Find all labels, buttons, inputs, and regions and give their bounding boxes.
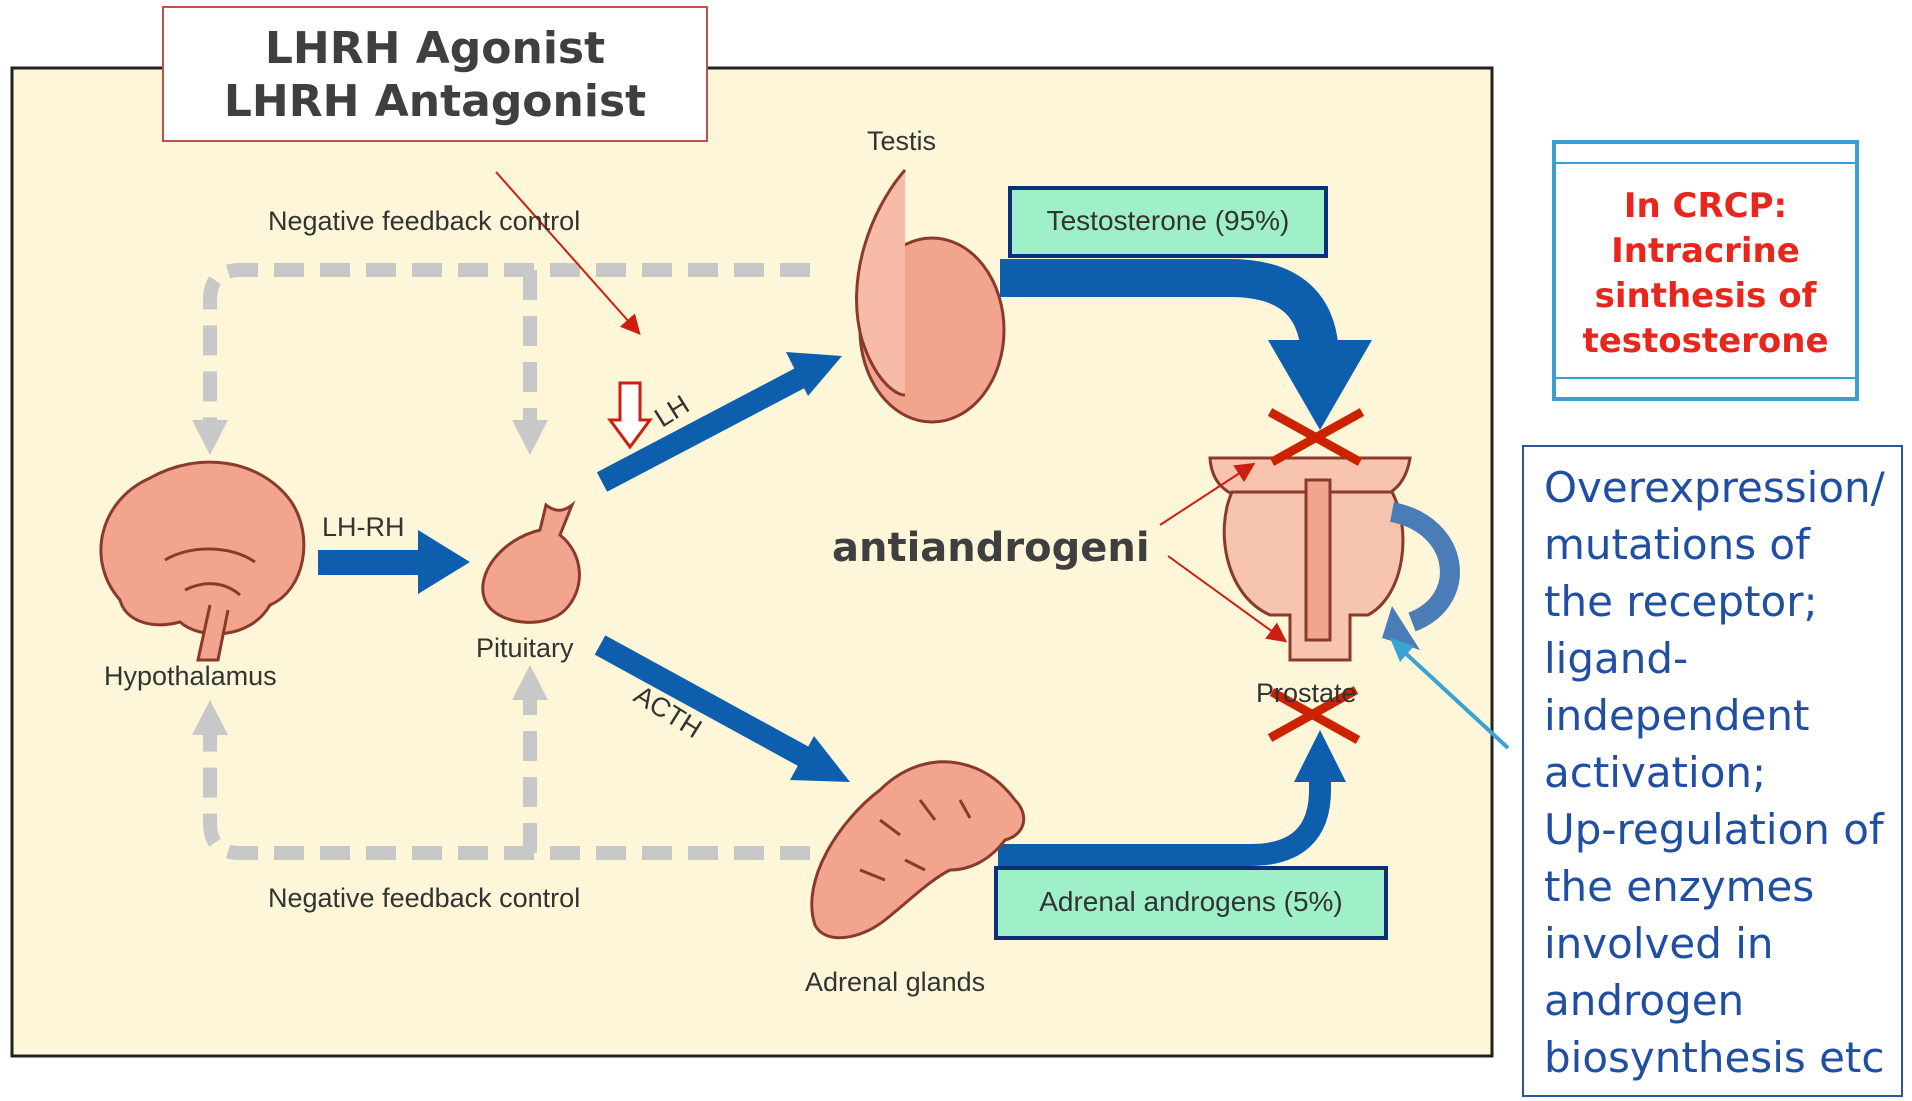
antiandrogen-label: antiandrogeni: [832, 525, 1150, 571]
crcp-note-box: In CRCP: Intracrine sinthesis of testost…: [1552, 140, 1859, 401]
lhrh-agonist-label: LHRH Agonist: [265, 23, 605, 74]
prostate-label: Prostate: [1256, 678, 1357, 708]
testosterone-label: Testosterone (95%): [1047, 205, 1290, 236]
resistance-note-text: Overexpression/ mutations of the recepto…: [1544, 459, 1900, 1086]
testis-label: Testis: [867, 126, 936, 156]
lhrh-antagonist-label: LHRH Antagonist: [224, 76, 646, 127]
drug-box-text: LHRH Agonist LHRH Antagonist: [164, 22, 706, 128]
adrenal-label: Adrenal androgens (5%): [1039, 886, 1343, 917]
negative-feedback-top-label: Negative feedback control: [268, 206, 580, 236]
resistance-note-box: Overexpression/ mutations of the recepto…: [1522, 445, 1903, 1097]
lh-rh-label: LH-RH: [322, 512, 405, 542]
pituitary-label: Pituitary: [476, 633, 574, 663]
drug-box: LHRH Agonist LHRH Antagonist: [162, 6, 708, 142]
negative-feedback-bottom-label: Negative feedback control: [268, 883, 580, 913]
hypothalamus-label: Hypothalamus: [104, 661, 277, 691]
crcp-top-rule: [1556, 162, 1855, 164]
crcp-note-text: In CRCP: Intracrine sinthesis of testost…: [1556, 184, 1855, 364]
crcp-bottom-rule: [1556, 377, 1855, 379]
adrenal-glands-label: Adrenal glands: [805, 967, 985, 997]
